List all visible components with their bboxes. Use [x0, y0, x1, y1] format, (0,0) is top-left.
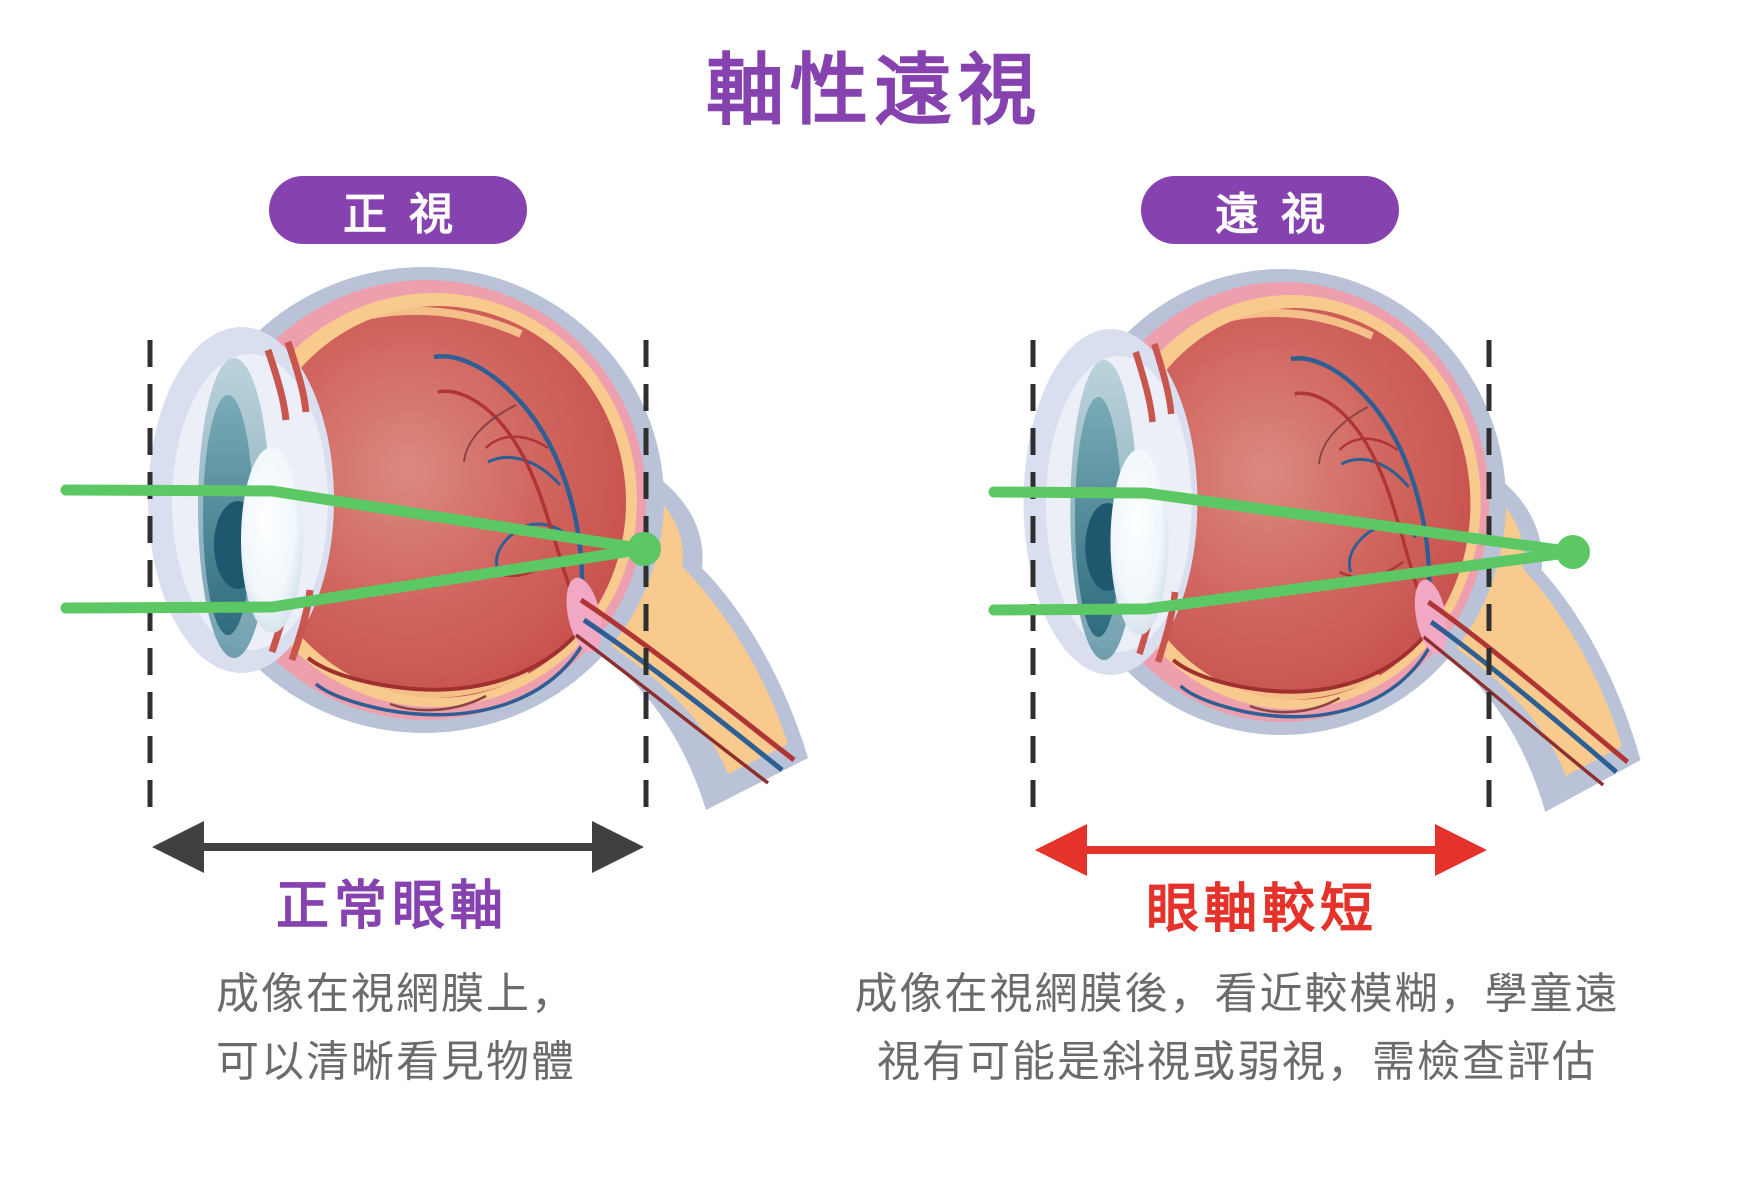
left-top-ray	[60, 484, 650, 555]
right-top-ray	[988, 486, 1579, 558]
right-description-line-2: 視有可能是斜視或弱視，需檢查評估	[877, 1037, 1597, 1088]
right-light-rays	[988, 486, 1590, 616]
normal-axis-arrow-icon	[152, 821, 644, 873]
short-axis-arrow-icon	[1035, 824, 1487, 876]
right-axis-label: 眼軸較短	[1146, 878, 1378, 940]
left-description-line-1: 成像在視網膜上，	[216, 969, 576, 1020]
left-panel-badge: 正視	[269, 176, 527, 244]
left-eye-illustration	[148, 267, 808, 810]
left-description-line-2: 可以清晰看見物體	[216, 1037, 576, 1088]
left-bottom-ray	[60, 543, 650, 614]
left-light-rays	[60, 484, 661, 614]
left-focal-point-dot	[627, 532, 661, 566]
right-description-line-1: 成像在視網膜後，看近較模糊，學童遠	[854, 969, 1620, 1020]
axial-reference-lines	[147, 340, 1492, 818]
right-bottom-ray	[988, 546, 1579, 616]
right-panel-badge: 遠視	[1141, 176, 1399, 244]
right-eye-illustration	[1024, 269, 1641, 812]
left-axis-label: 正常眼軸	[276, 875, 508, 937]
right-focal-point-dot	[1556, 535, 1590, 569]
page-title: 軸性遠視	[705, 46, 1043, 136]
